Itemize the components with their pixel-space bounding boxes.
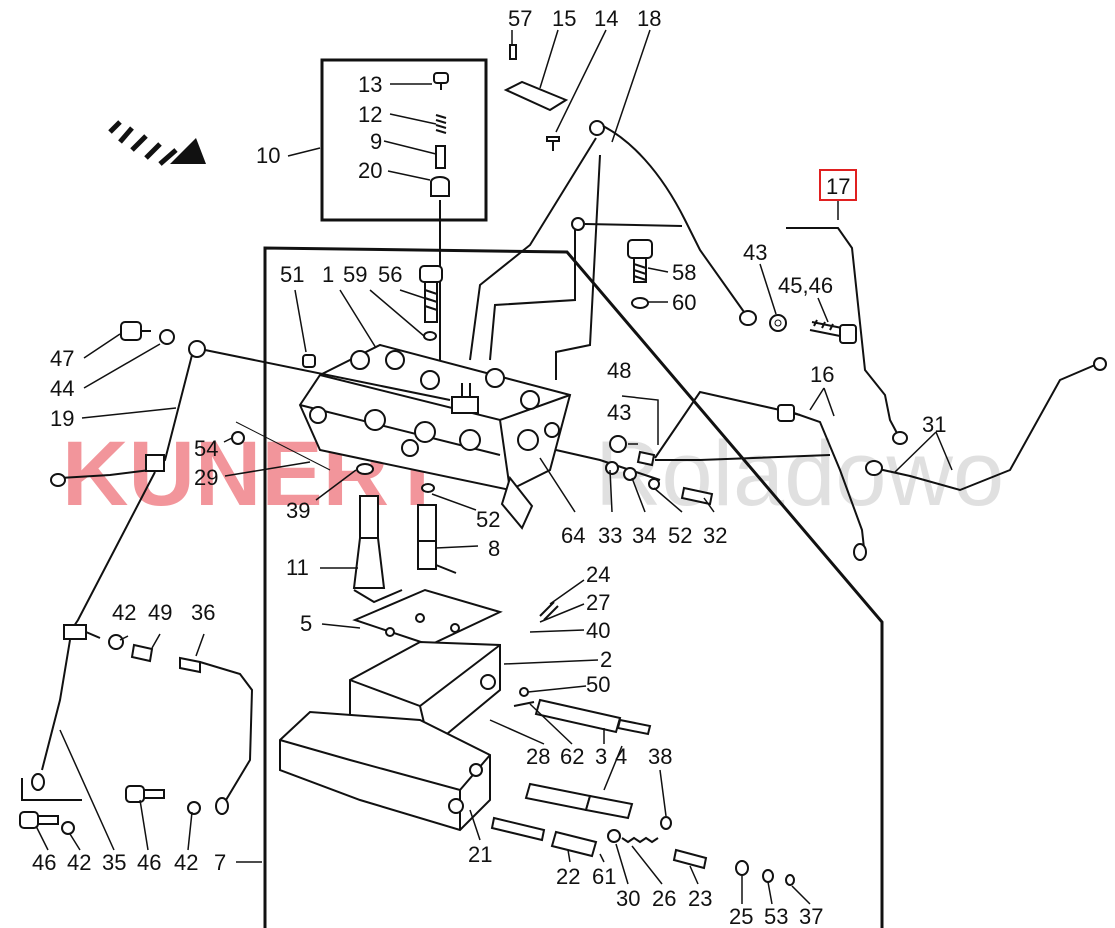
- label-29: 29: [194, 465, 218, 490]
- label-36: 36: [191, 600, 215, 625]
- label-53: 53: [764, 904, 788, 928]
- label-28: 28: [526, 744, 550, 769]
- bolts-bottom-left: [19, 785, 201, 835]
- top-bracket-group: [469, 44, 757, 380]
- label-14: 14: [594, 6, 618, 31]
- label-17: 17: [826, 174, 850, 199]
- label-9: 9: [370, 129, 382, 154]
- label-52-right: 52: [668, 523, 692, 548]
- watermark-location: Roladowo: [595, 423, 1004, 525]
- label-13: 13: [358, 72, 382, 97]
- label-22: 22: [556, 864, 580, 889]
- right-fittings: [500, 357, 1107, 561]
- direction-arrow-icon: [108, 120, 206, 166]
- label-61: 61: [592, 864, 616, 889]
- label-43-mid: 43: [607, 400, 631, 425]
- label-45-46: 45,46: [778, 273, 833, 298]
- label-10: 10: [256, 143, 280, 168]
- label-25: 25: [729, 904, 753, 928]
- label-43-top: 43: [743, 240, 767, 265]
- label-60: 60: [672, 290, 696, 315]
- label-42-b: 42: [174, 850, 198, 875]
- label-26: 26: [652, 886, 676, 911]
- label-34: 34: [632, 523, 656, 548]
- lower-blocks: [279, 588, 503, 832]
- label-51: 51: [280, 262, 304, 287]
- label-15: 15: [552, 6, 576, 31]
- label-2: 2: [600, 647, 612, 672]
- label-42-a: 42: [67, 850, 91, 875]
- label-31: 31: [922, 412, 946, 437]
- label-7: 7: [214, 850, 226, 875]
- label-49: 49: [148, 600, 172, 625]
- label-1: 1: [322, 262, 334, 287]
- label-44: 44: [50, 376, 74, 401]
- label-38: 38: [648, 744, 672, 769]
- label-30: 30: [616, 886, 640, 911]
- label-32: 32: [703, 523, 727, 548]
- label-23: 23: [688, 886, 712, 911]
- label-42-left: 42: [112, 600, 136, 625]
- label-47: 47: [50, 346, 74, 371]
- label-46-b: 46: [137, 850, 161, 875]
- label-21: 21: [468, 842, 492, 867]
- label-59: 59: [343, 262, 367, 287]
- screw-56: [419, 265, 443, 341]
- bolt-58: [627, 239, 653, 309]
- valve-body-1: [298, 343, 572, 492]
- label-3: 3: [595, 744, 607, 769]
- label-50: 50: [586, 672, 610, 697]
- leader-lines: [35, 29, 953, 905]
- label-64: 64: [561, 523, 585, 548]
- label-62: 62: [560, 744, 584, 769]
- fittings-42-49-36: [108, 634, 254, 815]
- label-24: 24: [586, 562, 610, 587]
- label-54: 54: [194, 436, 218, 461]
- spools-upper: [513, 601, 672, 830]
- label-8: 8: [488, 536, 500, 561]
- label-16: 16: [810, 362, 834, 387]
- label-57: 57: [508, 6, 532, 31]
- label-58: 58: [672, 260, 696, 285]
- label-19: 19: [50, 406, 74, 431]
- label-37: 37: [799, 904, 823, 928]
- spools-lower: [490, 816, 795, 886]
- left-pipes: [21, 321, 451, 801]
- label-56: 56: [378, 262, 402, 287]
- callout-labels: 57 15 14 18 13 12 9 20 10 17 43 45,46 51…: [32, 6, 946, 928]
- label-20: 20: [358, 158, 382, 183]
- label-35: 35: [102, 850, 126, 875]
- valves-11-8: [231, 421, 457, 604]
- label-52-left: 52: [476, 507, 500, 532]
- highlight-box-17: [819, 169, 857, 201]
- label-48: 48: [607, 358, 631, 383]
- label-4: 4: [615, 744, 627, 769]
- label-12: 12: [358, 102, 382, 127]
- label-27: 27: [586, 590, 610, 615]
- bolt-4546: [809, 319, 857, 344]
- inset-box: [320, 58, 488, 222]
- main-frame: [263, 246, 884, 928]
- label-46-a: 46: [32, 850, 56, 875]
- nut-43: [769, 314, 787, 332]
- pipe-17: [786, 227, 908, 445]
- label-11: 11: [286, 555, 309, 580]
- label-40: 40: [586, 618, 610, 643]
- label-33: 33: [598, 523, 622, 548]
- label-18: 18: [637, 6, 661, 31]
- label-39: 39: [286, 498, 310, 523]
- label-5: 5: [300, 611, 312, 636]
